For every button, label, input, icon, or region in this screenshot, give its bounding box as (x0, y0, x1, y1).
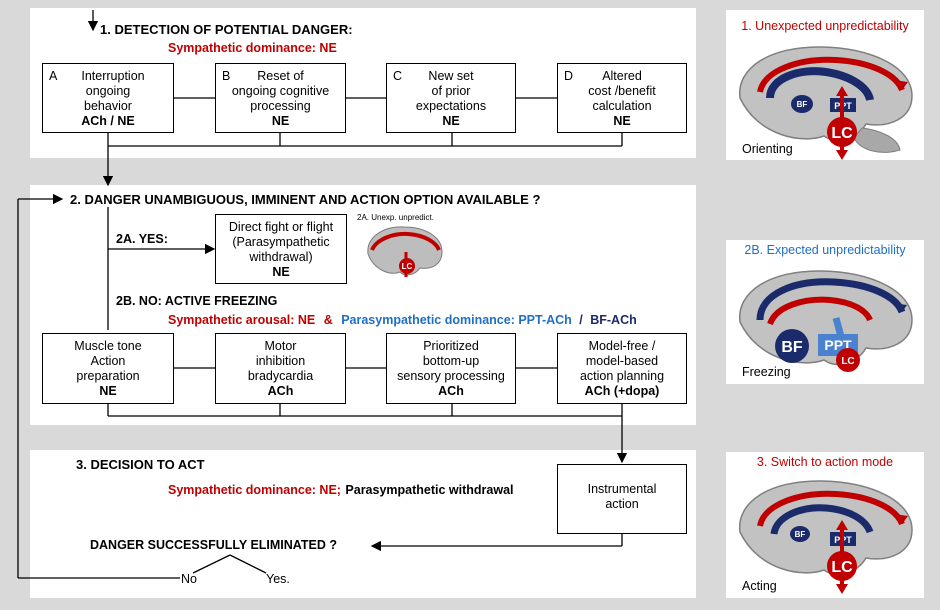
brain-label: BF (781, 339, 803, 356)
mini-brain-illustration: LC (367, 226, 443, 277)
brain-panel-orienting: 1. Unexpected unpredictability BF PPT LC… (726, 10, 924, 160)
box-line: Motor (264, 339, 297, 353)
box-muscle-tone: Muscle tone Action preparation NE (42, 333, 174, 404)
brain-label: BF (795, 530, 806, 539)
no-label: 2B. NO: ACTIVE FREEZING (116, 294, 278, 308)
parasympathetic-withdrawal: Parasympathetic withdrawal (345, 483, 514, 497)
box-transmitter: ACh (267, 384, 294, 398)
box-line: Action (90, 354, 126, 368)
box-line: calculation (592, 99, 652, 113)
box-line: action (605, 497, 639, 511)
box-transmitter: NE (442, 114, 460, 128)
section3-title: 3. DECISION TO ACT (76, 457, 205, 472)
box-transmitter: NE (99, 384, 117, 398)
box-motor-inhibition: Motor inhibition bradycardia ACh (215, 333, 346, 404)
brain-label: BF (797, 100, 808, 109)
section3-dominance: Sympathetic dominance: NE; Parasympathet… (168, 481, 514, 499)
brain-label: LC (841, 356, 854, 367)
box-interruption: A Interruption ongoing behavior ACh / NE (42, 63, 174, 133)
section2-title: 2. DANGER UNAMBIGUOUS, IMMINENT AND ACTI… (70, 192, 541, 207)
yes-branch-label: Yes. (266, 572, 290, 586)
box-line: (Parasympathetic (232, 235, 330, 249)
brain-caption: Freezing (742, 365, 791, 379)
eliminated-question: DANGER SUCCESSFULLY ELIMINATED ? (90, 538, 338, 552)
box-line: Reset of (257, 69, 304, 83)
box-line: expectations (415, 99, 487, 113)
box-fight-flight: Direct fight or flight (Parasympathetic … (215, 214, 347, 284)
bf-ach: BF-ACh (590, 313, 637, 327)
box-line: Interruption (81, 69, 145, 83)
box-line: Direct fight or flight (228, 220, 334, 234)
brain-illustration-freezing: BF PPT LC (739, 270, 913, 372)
ampersand: & (323, 313, 333, 327)
box-line: ongoing cognitive (231, 84, 330, 98)
box-letter: A (49, 69, 58, 83)
brain-label: LC (831, 559, 853, 576)
mini-brain-label: 2A. Unexp. unpredict. (357, 213, 434, 222)
box-line: ongoing (85, 84, 131, 98)
box-line: withdrawal) (249, 250, 313, 264)
brain-illustration-acting: BF PPT LC (739, 480, 913, 594)
box-line: cost /benefit (588, 84, 656, 98)
box-transmitter: ACh / NE (81, 114, 135, 128)
box-line: sensory processing (397, 369, 505, 383)
brain-caption: Acting (742, 579, 777, 593)
box-line: Model-free / (588, 339, 656, 353)
box-letter: B (222, 69, 231, 83)
parasympathetic-dominance: Parasympathetic dominance: PPT-ACh (341, 313, 572, 327)
section1-dominance: Sympathetic dominance: NE (168, 41, 337, 55)
section1-title: 1. DETECTION OF POTENTIAL DANGER: (100, 22, 353, 37)
mini-brain-lc-label: LC (402, 262, 413, 271)
brain-panel-acting: 3. Switch to action mode BF PPT LC Actin… (726, 452, 924, 598)
box-reset: B Reset of ongoing cognitive processing … (215, 63, 346, 133)
box-instrumental-action: Instrumental action (557, 464, 687, 534)
brain-title: 3. Switch to action mode (756, 455, 894, 469)
box-transmitter: ACh (+dopa) (584, 384, 660, 398)
box-line: bradycardia (247, 369, 314, 383)
box-transmitter: NE (272, 265, 290, 279)
box-line: Instrumental (587, 482, 657, 496)
box-line: preparation (76, 369, 140, 383)
brain-illustration-orienting: BF PPT LC (739, 46, 913, 160)
box-new-set: C New set of prior expectations NE (386, 63, 516, 133)
brain-caption: Orienting (742, 142, 793, 156)
yes-label: 2A. YES: (116, 232, 168, 246)
box-line: behavior (84, 99, 132, 113)
brain-panel-freezing: 2B. Expected unpredictability BF PPT LC … (726, 240, 924, 384)
box-line: model-based (585, 354, 659, 368)
box-transmitter: ACh (438, 384, 464, 398)
box-transmitter: NE (271, 114, 290, 128)
box-line: Muscle tone (74, 339, 142, 353)
box-line: Altered (602, 69, 642, 83)
freezing-neuromodulation: Sympathetic arousal: NE & Parasympatheti… (168, 311, 637, 329)
box-line: of prior (431, 84, 471, 98)
sympathetic-dominance: Sympathetic dominance: NE; (168, 483, 341, 497)
box-letter: D (564, 69, 574, 83)
sympathetic-arousal: Sympathetic arousal: NE (168, 313, 316, 327)
brain-title: 1. Unexpected unpredictability (741, 19, 909, 33)
no-branch-label: No (181, 572, 197, 586)
box-sensory-processing: Prioritized bottom-up sensory processing… (386, 333, 516, 404)
box-transmitter: NE (613, 114, 631, 128)
box-line: inhibition (255, 354, 306, 368)
box-altered-cost: D Altered cost /benefit calculation NE (557, 63, 687, 133)
box-line: New set (428, 69, 474, 83)
brain-title: 2B. Expected unpredictability (744, 243, 906, 257)
box-letter: C (393, 69, 403, 83)
brain-label: LC (831, 125, 853, 142)
slash: / (579, 313, 583, 327)
box-line: action planning (579, 369, 665, 383)
box-line: bottom-up (422, 354, 480, 368)
box-action-planning: Model-free / model-based action planning… (557, 333, 687, 404)
box-line: Prioritized (423, 339, 479, 353)
box-line: processing (250, 99, 311, 113)
